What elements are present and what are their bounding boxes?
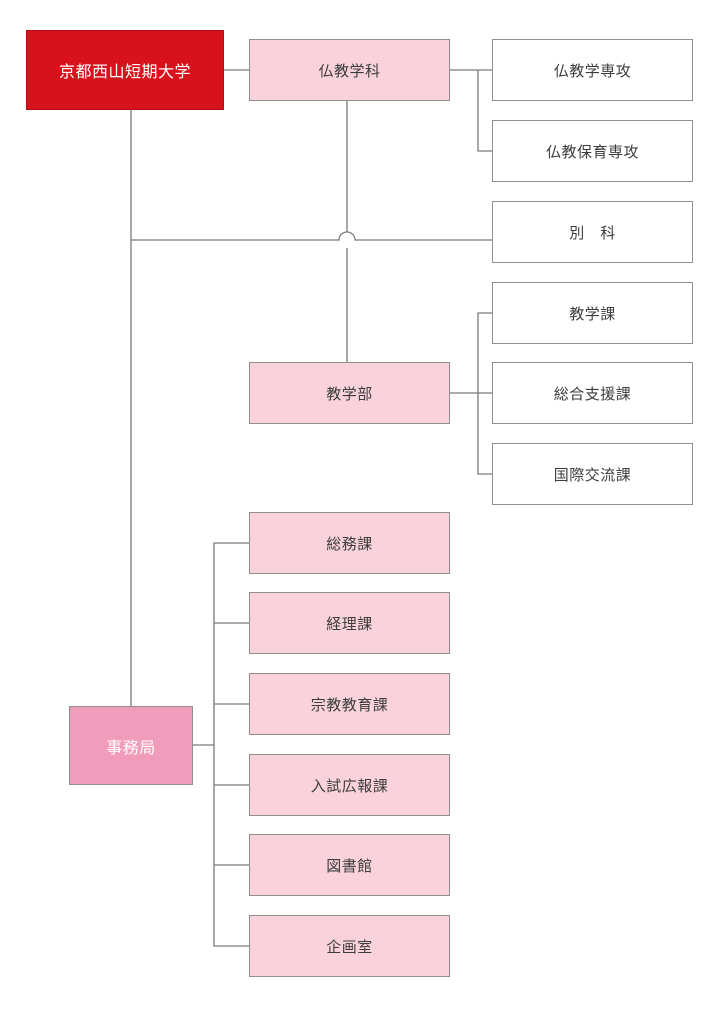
secretariat-section-label: 図書館 xyxy=(326,856,373,875)
academic-section-box: 教学課 xyxy=(492,282,693,344)
secretariat-section-box: 総務課 xyxy=(249,512,450,574)
secretariat-box: 事務局 xyxy=(69,706,193,785)
secretariat-section-box: 経理課 xyxy=(249,592,450,654)
academic-affairs-label: 教学部 xyxy=(326,384,373,403)
department-box: 仏教学科 xyxy=(249,39,450,101)
special-course-box: 別 科 xyxy=(492,201,693,263)
secretariat-section-label: 総務課 xyxy=(326,534,373,553)
university-label: 京都西山短期大学 xyxy=(58,62,191,81)
major-box-buddhist-childcare: 仏教保育専攻 xyxy=(492,120,693,182)
academic-section-label: 総合支援課 xyxy=(553,384,632,403)
secretariat-section-box: 図書館 xyxy=(249,834,450,896)
secretariat-label: 事務局 xyxy=(106,737,156,757)
academic-affairs-box: 教学部 xyxy=(249,362,450,424)
major-box-buddhist-studies: 仏教学専攻 xyxy=(492,39,693,101)
major-label: 仏教保育専攻 xyxy=(545,142,639,161)
academic-section-box: 総合支援課 xyxy=(492,362,693,424)
major-label: 仏教学専攻 xyxy=(553,61,632,80)
department-label: 仏教学科 xyxy=(318,61,381,80)
academic-section-box: 国際交流課 xyxy=(492,443,693,505)
university-box: 京都西山短期大学 xyxy=(26,30,224,110)
secretariat-section-label: 入試広報課 xyxy=(310,776,389,795)
academic-section-label: 国際交流課 xyxy=(553,465,632,484)
secretariat-section-label: 宗教教育課 xyxy=(310,695,389,714)
secretariat-section-label: 企画室 xyxy=(326,937,373,956)
secretariat-section-box: 企画室 xyxy=(249,915,450,977)
secretariat-section-box: 入試広報課 xyxy=(249,754,450,816)
special-course-label: 別 科 xyxy=(569,223,616,242)
secretariat-section-box: 宗教教育課 xyxy=(249,673,450,735)
academic-section-label: 教学課 xyxy=(569,304,616,323)
secretariat-section-label: 経理課 xyxy=(326,614,373,633)
